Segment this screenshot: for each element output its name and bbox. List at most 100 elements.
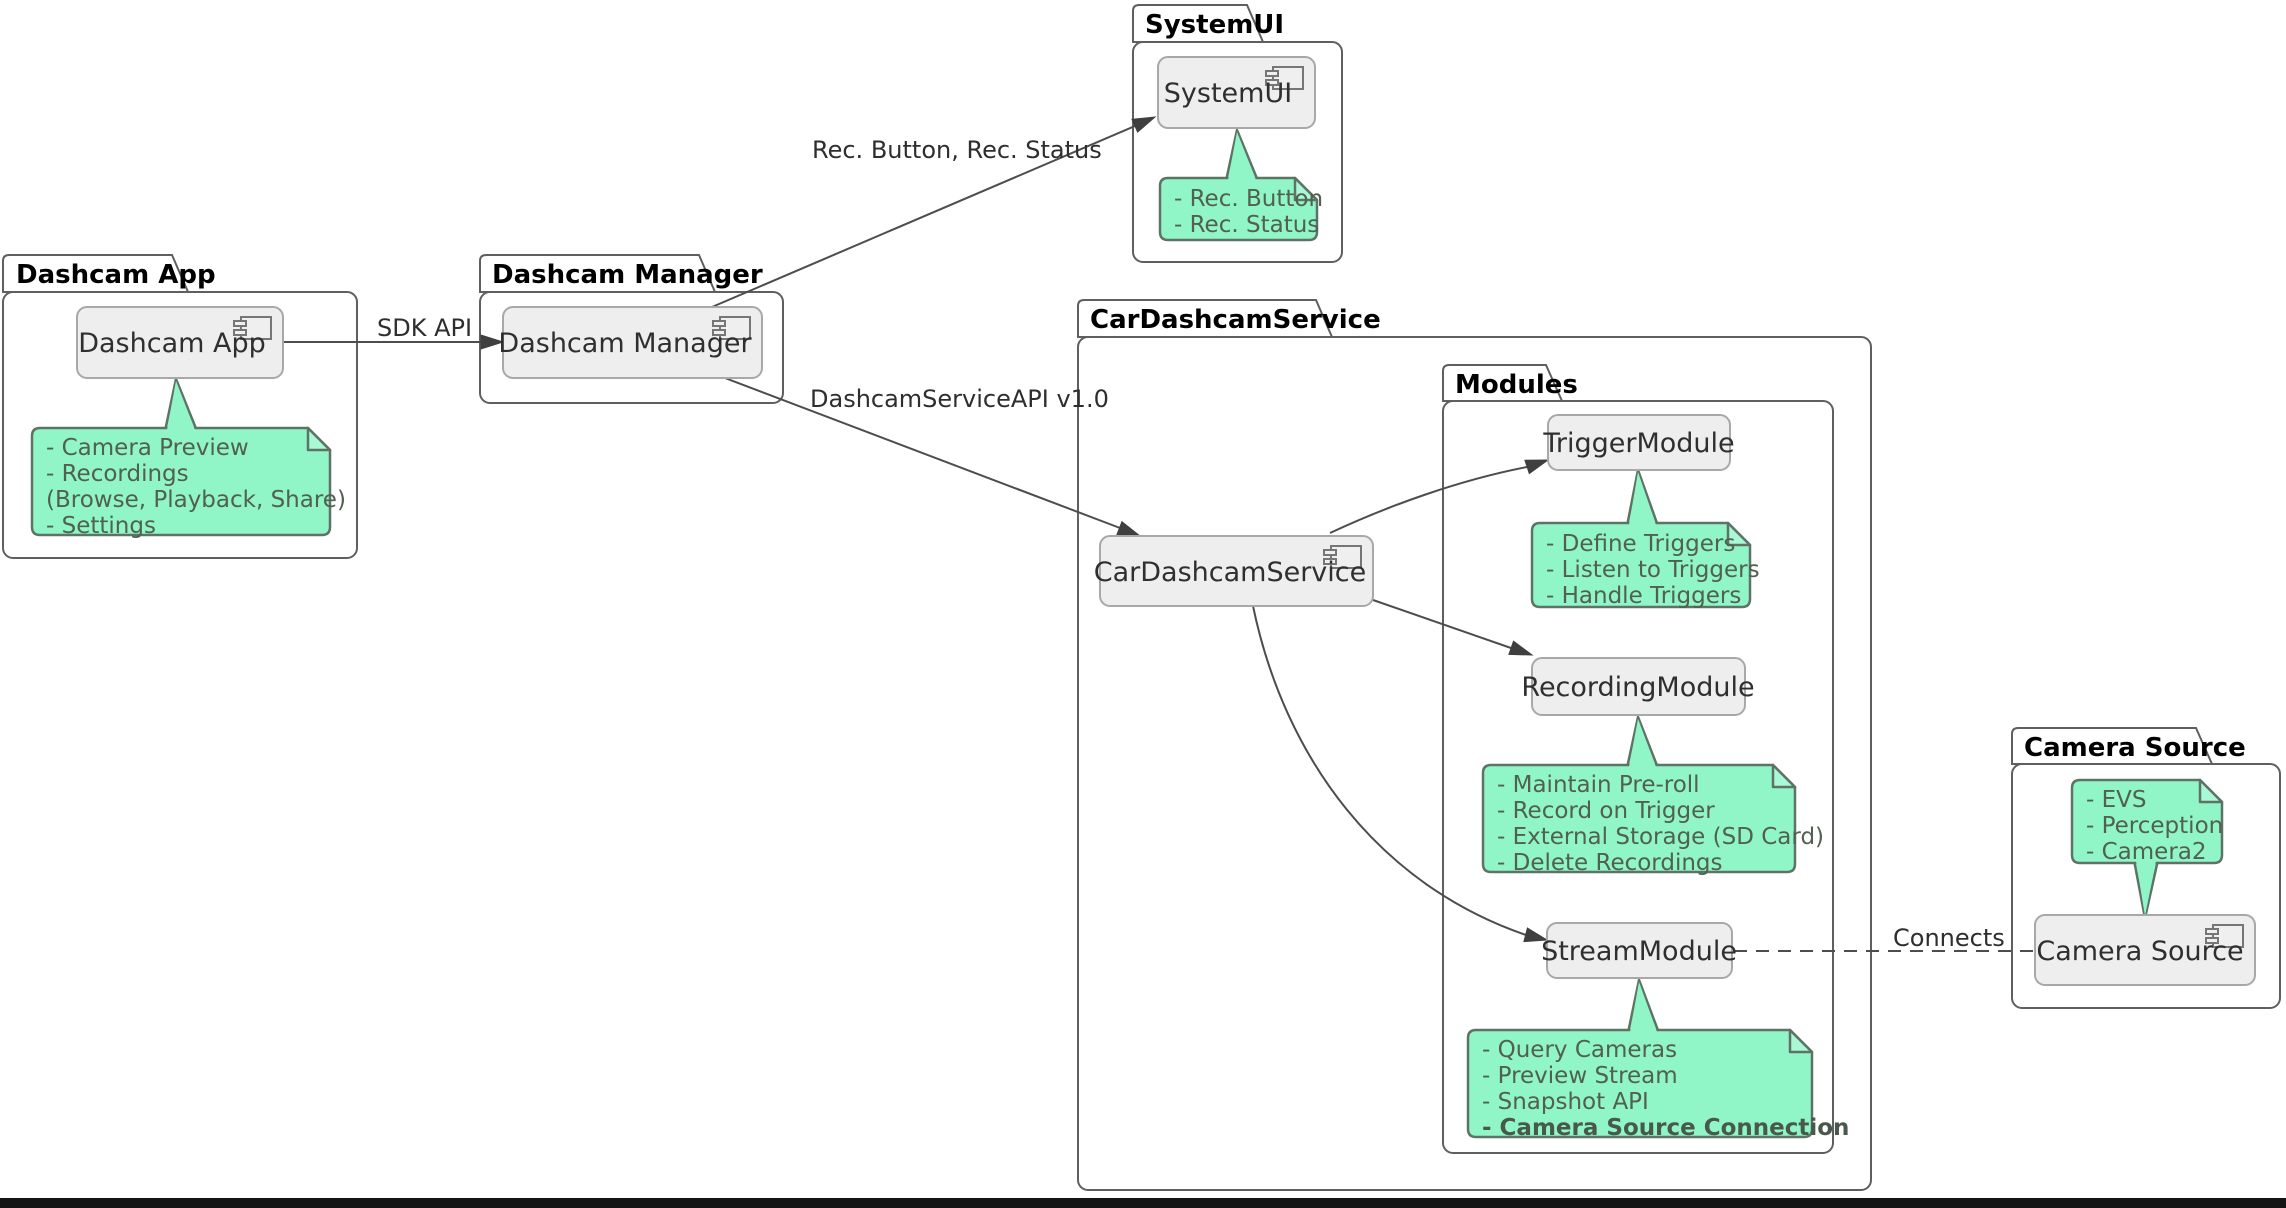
component-recording-module: RecordingModule xyxy=(1521,657,1755,716)
note-line: - Record on Trigger xyxy=(1497,798,1715,824)
note-body xyxy=(2070,778,2224,865)
component-box xyxy=(502,306,763,379)
note-line: - Preview Stream xyxy=(1482,1063,1678,1089)
component-camera-source: Camera Source xyxy=(2034,914,2256,986)
note-line: - Settings xyxy=(46,513,156,539)
note-fold-corner xyxy=(306,426,332,452)
note-line: - Define Triggers xyxy=(1546,531,1735,557)
component-label: CarDashcamService xyxy=(1094,557,1367,588)
arrowhead xyxy=(480,334,505,350)
package-tab xyxy=(1132,4,1265,43)
note-fold-corner xyxy=(1293,176,1319,202)
note-body xyxy=(1466,1028,1814,1139)
component-car-dashcam-service: CarDashcamService xyxy=(1094,535,1374,607)
package-tab xyxy=(2,254,190,293)
note-systemui: - Rec. Button - Rec. Status xyxy=(1158,128,1323,242)
component-box xyxy=(76,306,284,379)
note-line: - Camera2 xyxy=(2086,839,2207,865)
arrowhead xyxy=(1131,116,1157,133)
note-stream-module: - Query Cameras - Preview Stream - Snaps… xyxy=(1466,978,1849,1141)
edge-label: Rec. Button, Rec. Status xyxy=(812,136,1102,164)
note-recording-module: - Maintain Pre-roll - Record on Trigger … xyxy=(1481,715,1824,876)
component-label: StreamModule xyxy=(1541,936,1737,967)
note-line: - Rec. Button xyxy=(1174,186,1323,212)
note-line: - Perception xyxy=(2086,813,2223,839)
note-line: - Maintain Pre-roll xyxy=(1497,772,1700,798)
component-icon xyxy=(1323,545,1362,569)
note-body xyxy=(30,426,332,537)
component-box xyxy=(1531,657,1746,716)
note-pointer-fill xyxy=(2136,861,2156,916)
note-line: - Recordings xyxy=(46,461,189,487)
edge-line xyxy=(1252,605,1527,936)
package-title: Camera Source xyxy=(2024,733,2246,763)
note-camera-source: - EVS - Perception - Camera2 xyxy=(2070,778,2224,920)
component-box xyxy=(2034,914,2256,986)
component-label: RecordingModule xyxy=(1521,672,1754,703)
arrowhead xyxy=(1508,640,1534,656)
note-line: - Query Cameras xyxy=(1482,1037,1677,1063)
edge-service-to-recording xyxy=(1372,599,1534,656)
edge-line xyxy=(1372,599,1512,649)
component-systemui: SystemUI xyxy=(1157,56,1316,129)
note-body xyxy=(1530,521,1752,609)
note-pointer-fill xyxy=(1630,982,1657,1032)
component-icon xyxy=(1265,66,1304,90)
arrowhead xyxy=(1523,927,1549,943)
note-pointer-fill xyxy=(167,381,195,430)
note-pointer-fill xyxy=(1629,472,1656,525)
note-line: - Listen to Triggers xyxy=(1546,557,1760,583)
edge-line xyxy=(711,125,1136,308)
note-fold-corner xyxy=(1726,521,1752,547)
component-box xyxy=(1099,535,1374,607)
component-icon xyxy=(2205,924,2244,948)
note-body xyxy=(1481,763,1797,874)
edge-line xyxy=(724,377,1121,529)
note-line: - Handle Triggers xyxy=(1546,583,1741,609)
edge-label: SDK API xyxy=(377,314,472,342)
package-title: Modules xyxy=(1455,370,1578,400)
component-stream-module: StreamModule xyxy=(1541,922,1737,979)
edge-label: DashcamServiceAPI v1.0 xyxy=(810,385,1109,413)
package-tab xyxy=(1077,299,1334,338)
component-dashcam-manager: Dashcam Manager xyxy=(498,306,763,379)
component-box xyxy=(1546,922,1733,979)
package-tab xyxy=(479,254,717,293)
bottom-bar xyxy=(0,1198,2286,1208)
note-fold-corner xyxy=(2198,778,2224,804)
component-icon xyxy=(712,316,751,340)
component-label: Camera Source xyxy=(2036,936,2243,967)
package-tab xyxy=(1442,364,1564,402)
component-label: Dashcam App xyxy=(78,328,266,359)
component-trigger-module: TriggerModule xyxy=(1542,414,1735,471)
note-pointer-fill xyxy=(1629,719,1656,767)
note-dashcam-app: - Camera Preview - Recordings (Browse, P… xyxy=(30,377,346,539)
note-line: - Camera Preview xyxy=(46,435,249,461)
note-body xyxy=(1158,176,1319,242)
component-dashcam-app: Dashcam App xyxy=(76,306,284,379)
package-title: CarDashcamService xyxy=(1090,305,1381,335)
note-fold-corner xyxy=(1771,763,1797,789)
edge-label: Connects xyxy=(1893,924,2005,952)
component-label: SystemUI xyxy=(1164,78,1292,109)
arrowhead xyxy=(1524,459,1550,475)
package-tab xyxy=(2011,727,2214,765)
edge-connects: Connects xyxy=(1734,924,2033,952)
note-line-bold: - Camera Source Connection xyxy=(1482,1115,1849,1141)
note-line: (Browse, Playback, Share) xyxy=(46,487,346,513)
edge-dashcam-service-api: DashcamServiceAPI v1.0 xyxy=(724,377,1142,537)
component-label: Dashcam Manager xyxy=(498,328,752,359)
component-box xyxy=(1547,414,1731,471)
note-pointer-fill xyxy=(1228,132,1256,180)
note-line: - Rec. Status xyxy=(1174,212,1319,238)
note-line: - External Storage (SD Card) xyxy=(1497,824,1824,850)
edge-service-to-stream xyxy=(1252,605,1549,943)
edge-sdk-api: SDK API xyxy=(283,314,505,350)
edge-rec-button-status: Rec. Button, Rec. Status xyxy=(711,116,1157,308)
edge-service-to-trigger xyxy=(1329,459,1550,534)
note-trigger-module: - Define Triggers - Listen to Triggers -… xyxy=(1530,468,1760,609)
package-title: Dashcam Manager xyxy=(492,260,763,290)
note-line: - Snapshot API xyxy=(1482,1089,1649,1115)
note-line: - EVS xyxy=(2086,787,2146,813)
